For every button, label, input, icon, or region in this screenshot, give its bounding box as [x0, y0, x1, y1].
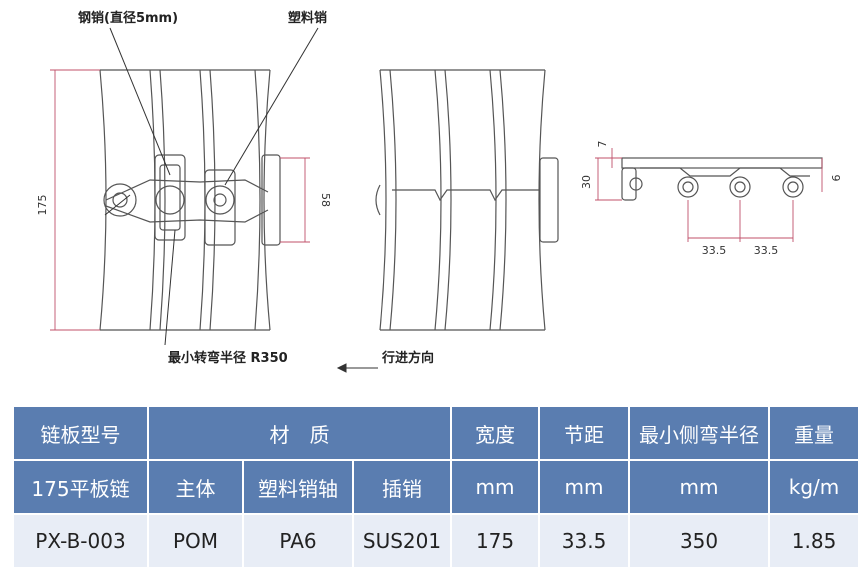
chain-side-view — [621, 157, 823, 201]
dim-length-label: 175 — [36, 195, 49, 216]
chain-bottom-view — [375, 69, 559, 331]
col-width: 宽度 — [450, 405, 541, 461]
leaders — [104, 27, 319, 346]
col-pitch: 节距 — [538, 405, 631, 461]
table-row: PX-B-003 POM PA6 SUS201 175 33.5 350 1.8… — [12, 513, 861, 569]
direction-arrow — [336, 363, 378, 373]
dim-pitch-a-label: 33.5 — [702, 244, 727, 257]
spec-table: 链板型号 材 质 宽度 节距 最小侧弯半径 重量 175平板链 主体 塑料销轴 … — [12, 405, 861, 569]
cell-insert-pin: 插销 — [351, 459, 453, 515]
cell-pitch: 33.5 — [538, 513, 631, 569]
chain-top-view — [99, 69, 281, 331]
cell-radius: 350 — [628, 513, 771, 569]
cell-pin-material: PA6 — [242, 513, 354, 569]
dim-height-label: 30 — [580, 175, 593, 189]
table-subheader-row: 175平板链 主体 塑料销轴 插销 mm mm mm kg/m — [12, 459, 861, 515]
label-steel-pin: 钢销(直径5mm) — [78, 10, 178, 26]
cell-insert-material: SUS201 — [351, 513, 453, 569]
cell-width: 175 — [450, 513, 541, 569]
cell-chain-name: 175平板链 — [12, 459, 149, 515]
cell-model: PX-B-003 — [12, 513, 149, 569]
label-plastic-pin: 塑料销 — [288, 10, 327, 26]
col-radius: 最小侧弯半径 — [628, 405, 771, 461]
label-min-radius: 最小转弯半径 R350 — [168, 350, 288, 366]
cell-body: 主体 — [147, 459, 244, 515]
label-direction: 行进方向 — [381, 350, 434, 366]
dim-pitch-b-label: 33.5 — [754, 244, 779, 257]
col-material: 材 质 — [146, 405, 453, 461]
chain-technical-drawing: 175 58 钢销(直径5mm) 塑料销 最小转弯半径 R350 行进方向 — [36, 10, 842, 373]
table-header-row: 链板型号 材 质 宽度 节距 最小侧弯半径 重量 — [12, 405, 861, 461]
cell-body-material: POM — [147, 513, 244, 569]
dim-length — [50, 69, 100, 331]
col-model: 链板型号 — [12, 405, 149, 461]
col-weight: 重量 — [768, 405, 861, 461]
cell-plastic-pin: 塑料销轴 — [242, 459, 354, 515]
cell-width-unit: mm — [450, 459, 541, 515]
dim-pin-dia-label: 9 — [829, 175, 842, 182]
cell-radius-unit: mm — [628, 459, 771, 515]
cell-pitch-unit: mm — [538, 459, 631, 515]
cell-weight: 1.85 — [768, 513, 861, 569]
side-dims — [595, 148, 823, 242]
dim-pin-height-label: 58 — [319, 193, 332, 207]
cell-weight-unit: kg/m — [768, 459, 861, 515]
dim-plate-thk-label: 7 — [596, 141, 609, 148]
dim-pin-height — [280, 157, 310, 243]
